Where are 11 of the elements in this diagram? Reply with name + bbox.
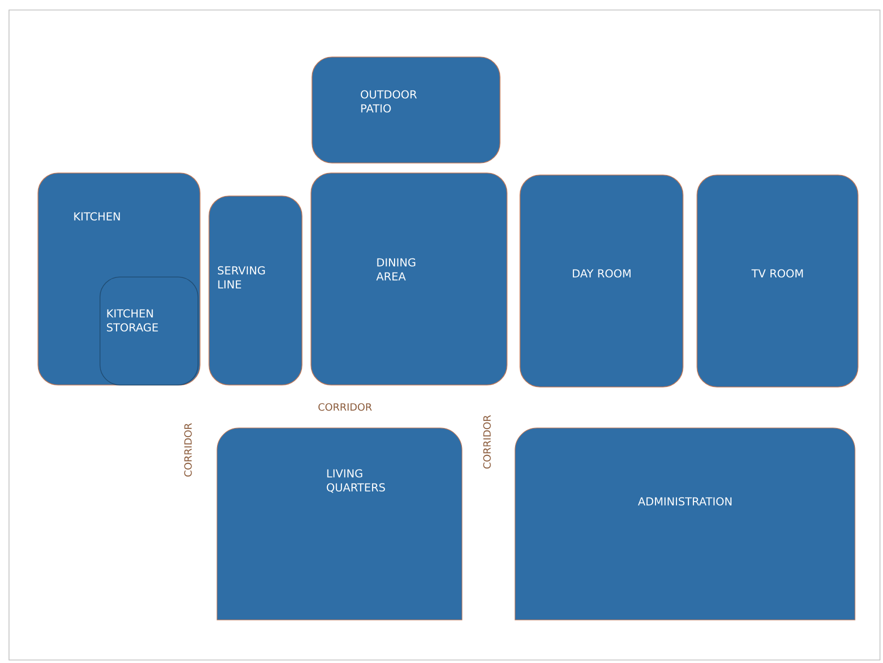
corridor-label: CORRIDOR bbox=[184, 423, 192, 477]
room-box: LIVING QUARTERS bbox=[216, 428, 462, 620]
room-box: SERVING LINE bbox=[208, 196, 302, 386]
room-box: OUTDOOR PATIO bbox=[312, 56, 500, 164]
room-box: DINING AREA bbox=[310, 172, 508, 386]
room-box: ADMINISTRATION bbox=[514, 428, 856, 620]
corridor-label: CORRIDOR bbox=[483, 415, 491, 469]
room-box: KITCHEN STORAGE bbox=[100, 276, 198, 386]
room-box: DAY ROOM bbox=[520, 174, 684, 388]
room-box: TV ROOM bbox=[696, 174, 858, 388]
corridor-label: CORRIDOR bbox=[318, 403, 372, 411]
